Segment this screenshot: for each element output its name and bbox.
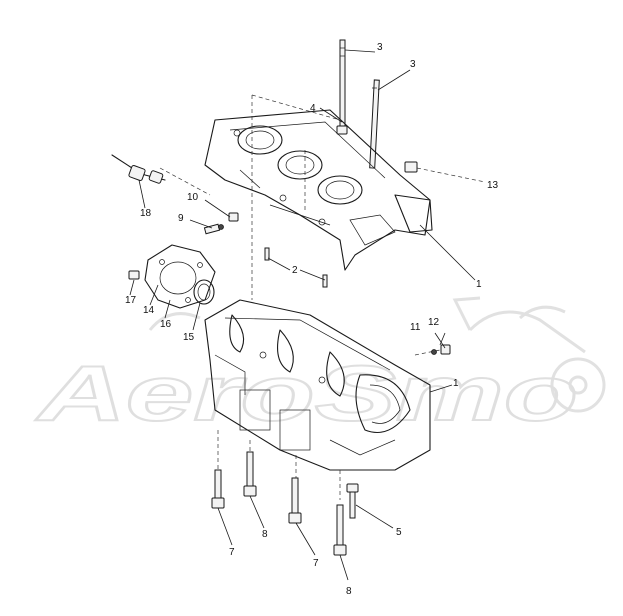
watermark-motorcycle-icon (148, 296, 606, 413)
alignment-line (251, 94, 341, 121)
bolt-8-right (333, 504, 347, 556)
lower-crankcase (204, 299, 431, 471)
nut-10 (228, 212, 239, 222)
bolt-8-left (243, 451, 257, 497)
hose-assembly (111, 154, 211, 196)
callout-4: 4 (310, 103, 316, 114)
callout-10: 10 (187, 192, 199, 203)
bolt-5 (346, 483, 359, 519)
callout-labels: 3 3 4 13 10 18 9 2 1 17 14 16 15 11 12 1… (125, 42, 499, 597)
callout-16: 16 (160, 319, 172, 330)
callout-12: 12 (428, 317, 440, 328)
callout-17: 17 (125, 295, 137, 306)
watermark-text: AeroSmo (35, 349, 578, 437)
callout-8-right: 8 (346, 586, 352, 597)
callout-18: 18 (140, 208, 152, 219)
bolt-7-right (288, 477, 302, 524)
callout-3-right: 3 (410, 59, 416, 70)
callout-14: 14 (143, 305, 155, 316)
end-cover-plate (144, 244, 216, 309)
callout-3-left: 3 (377, 42, 383, 53)
callout-9: 9 (178, 213, 184, 224)
callout-2: 2 (292, 265, 298, 276)
bolt-small-9 (203, 223, 224, 235)
callout-13: 13 (487, 180, 499, 191)
callout-11: 11 (410, 322, 421, 333)
bolt-7-left (211, 469, 225, 509)
bolt-17 (128, 270, 140, 280)
stud-long-right (369, 79, 380, 169)
oil-seal (193, 279, 215, 305)
plug-11-12 (431, 344, 451, 355)
callout-1-bottom: 1 (453, 378, 459, 389)
washer (336, 125, 348, 135)
callout-1-top: 1 (476, 279, 482, 290)
callout-8-left: 8 (262, 529, 268, 540)
dowel-pins (264, 247, 328, 288)
callout-5: 5 (396, 527, 402, 538)
stud-long-left (339, 39, 346, 131)
sensor-13 (404, 161, 486, 183)
watermark: AeroSmo (34, 296, 606, 438)
upper-crankcase (204, 109, 433, 271)
callout-7-left: 7 (229, 547, 235, 558)
callout-15: 15 (183, 332, 195, 343)
leader-lines (129, 49, 476, 581)
callout-7-right: 7 (313, 558, 319, 569)
